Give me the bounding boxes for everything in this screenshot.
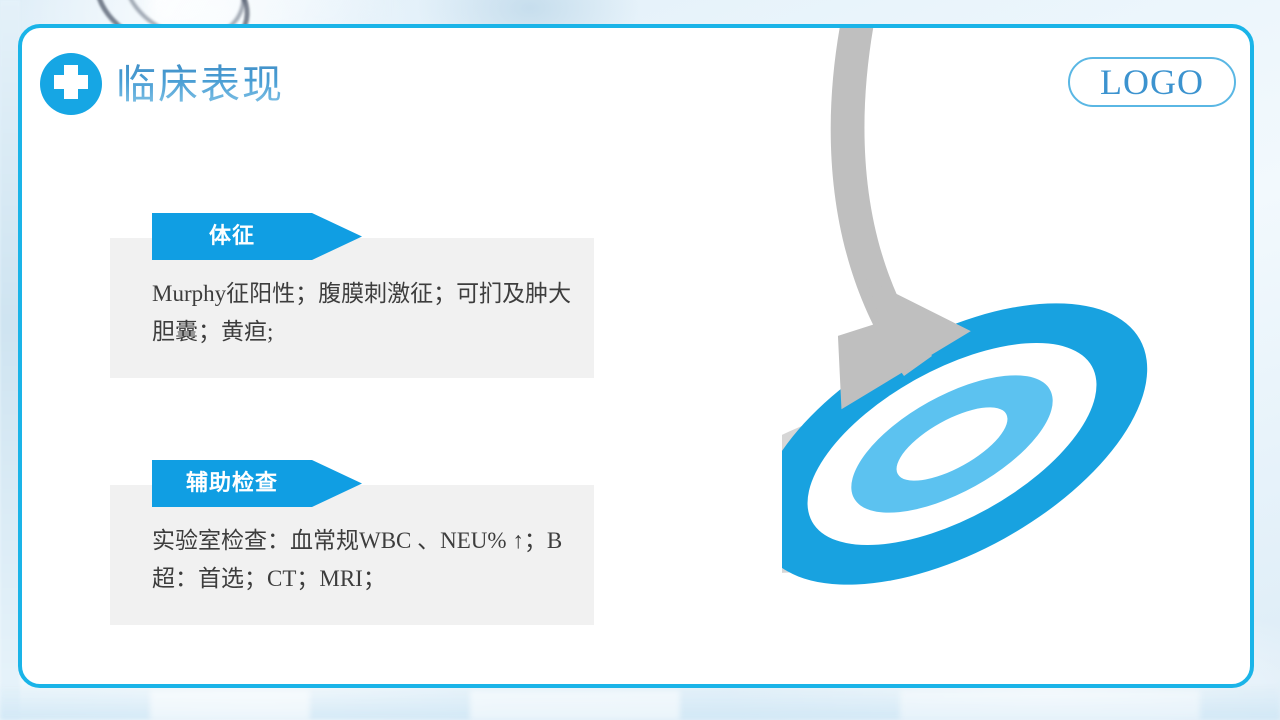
section-auxiliary-exam: 辅助检查 实验室检查：血常规WBC 、NEU% ↑；B超：首选；CT；MRI；	[110, 460, 610, 660]
section-banner-label: 体征	[208, 223, 255, 249]
target-rings	[756, 303, 1148, 585]
background-streak	[470, 690, 680, 720]
background-left-strip	[0, 0, 20, 720]
medical-cross-icon	[40, 53, 102, 115]
section-body-text: 实验室检查：血常规WBC 、NEU% ↑；B超：首选；CT；MRI；	[152, 528, 563, 591]
logo-label: LOGO	[1100, 62, 1204, 102]
section-body-box	[110, 238, 594, 378]
page-title: 临床表现	[116, 58, 284, 112]
logo-badge[interactable]: LOGO	[1068, 57, 1236, 107]
background-streak	[150, 690, 310, 720]
content-card: 临床表现 LOGO 体征 Murphy征阳性；腹膜刺激征；可扪及肿大胆囊；黄疸;…	[18, 24, 1254, 688]
section-body-box	[110, 485, 594, 625]
background-streak	[900, 690, 1200, 720]
section-banner-exam: 辅助检查	[152, 460, 362, 507]
bullseye-target-graphic	[673, 28, 1242, 684]
section-banner-label: 辅助检查	[185, 470, 278, 496]
curved-arrow-icon	[830, 28, 971, 410]
section-banner-signs: 体征	[152, 213, 362, 260]
section-body-text: Murphy征阳性；腹膜刺激征；可扪及肿大胆囊；黄疸;	[152, 281, 572, 344]
section-signs: 体征 Murphy征阳性；腹膜刺激征；可扪及肿大胆囊；黄疸;	[110, 213, 610, 413]
